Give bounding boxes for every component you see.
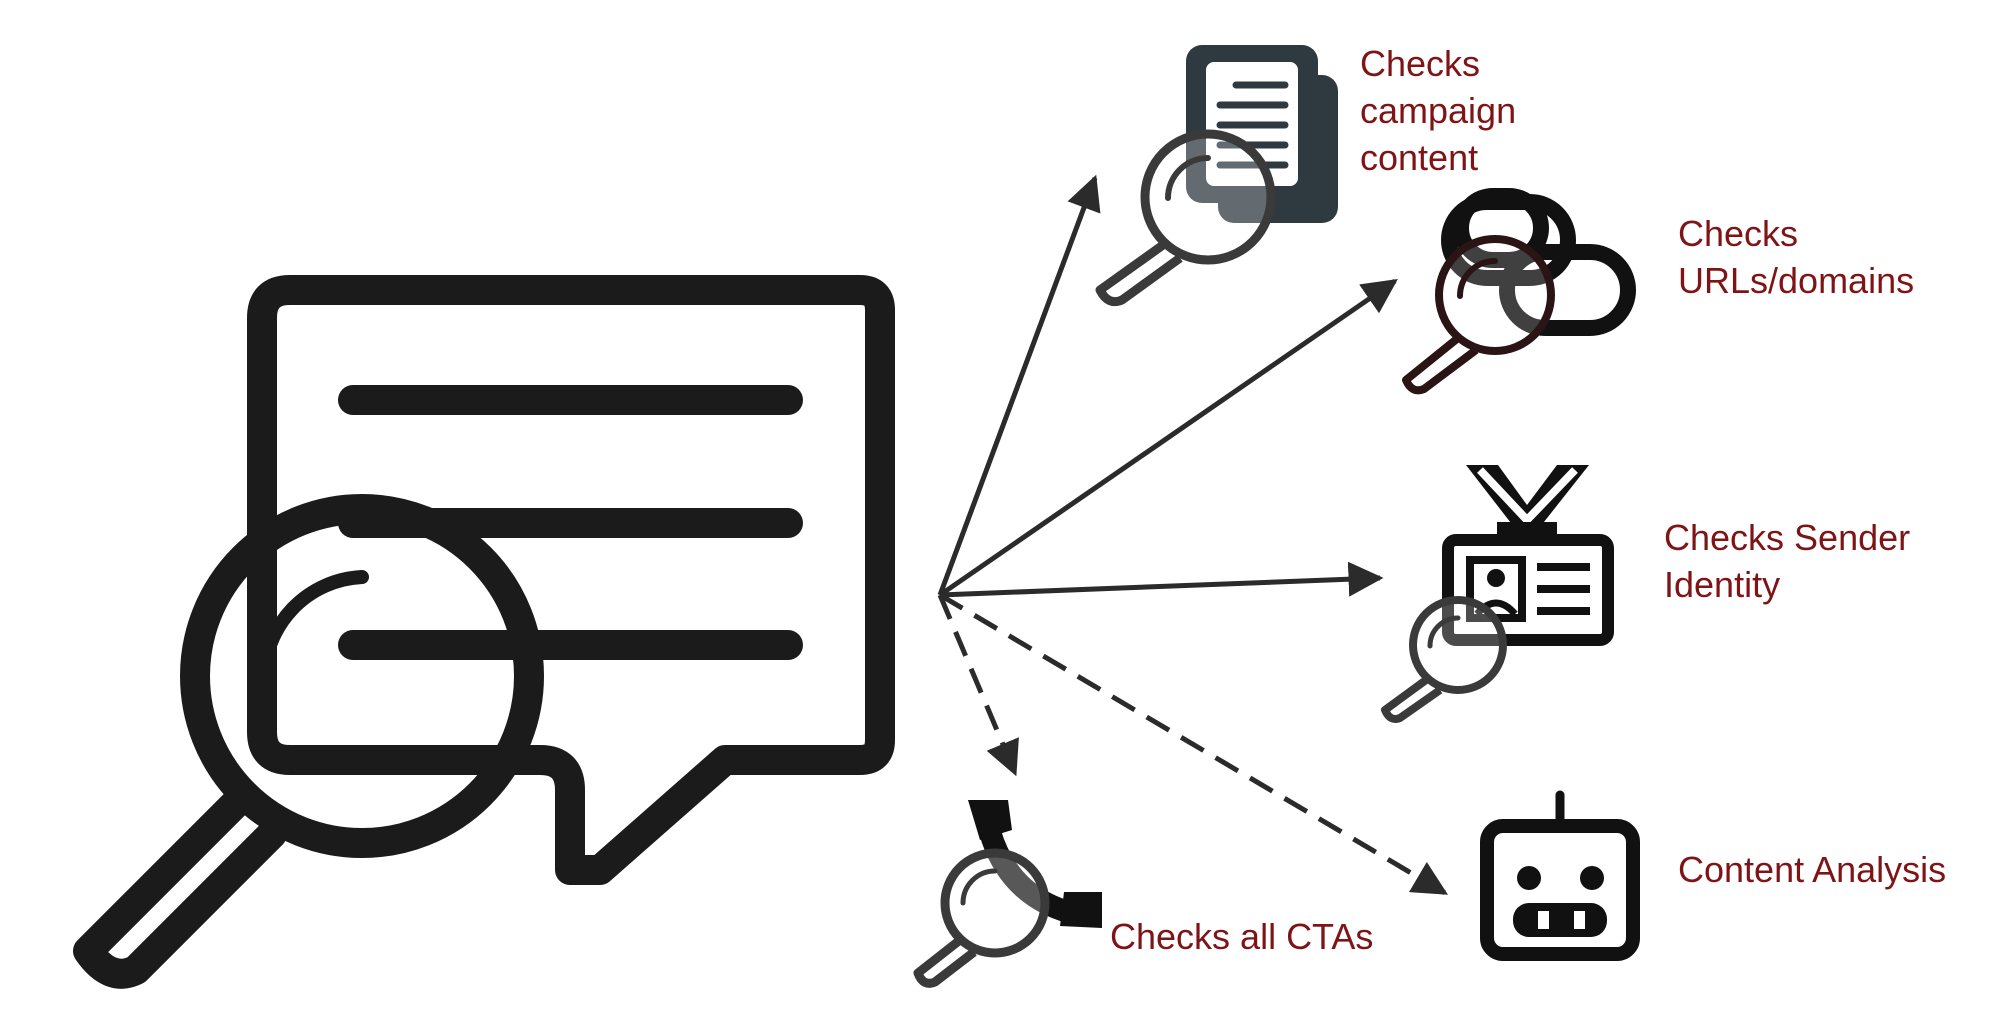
label-line: Content Analysis xyxy=(1678,849,1947,890)
arrow-analysis xyxy=(938,592,1449,896)
branch-arrows xyxy=(937,174,1449,896)
label-line: Checks all CTAs xyxy=(1110,916,1374,957)
arrow-campaign xyxy=(937,174,1101,596)
label-line: Checks xyxy=(1678,213,1799,254)
document-search-icon xyxy=(1095,45,1338,307)
label-line: Checks Sender xyxy=(1664,517,1911,558)
id-badge-search-icon xyxy=(1381,465,1614,723)
robot-icon xyxy=(1480,790,1640,961)
arrow-ctas xyxy=(937,594,1019,777)
label-analysis: Content Analysis xyxy=(1678,846,1946,893)
label-line: campaign xyxy=(1360,90,1517,131)
label-urls: Checks URLs/domains xyxy=(1678,210,1914,304)
label-sender: Checks Sender Identity xyxy=(1664,514,1910,608)
label-line: content xyxy=(1360,137,1479,178)
cta-search-icon xyxy=(913,800,1102,988)
label-line: Checks xyxy=(1360,43,1481,84)
arrow-urls xyxy=(938,278,1398,598)
label-ctas: Checks all CTAs xyxy=(1110,913,1373,960)
label-line: Identity xyxy=(1664,564,1781,605)
label-line: URLs/domains xyxy=(1678,260,1915,301)
link-search-icon xyxy=(1402,188,1636,395)
arrow-sender xyxy=(939,561,1384,598)
message-search-icon xyxy=(73,275,895,989)
label-campaign: Checks campaign content xyxy=(1360,40,1516,181)
